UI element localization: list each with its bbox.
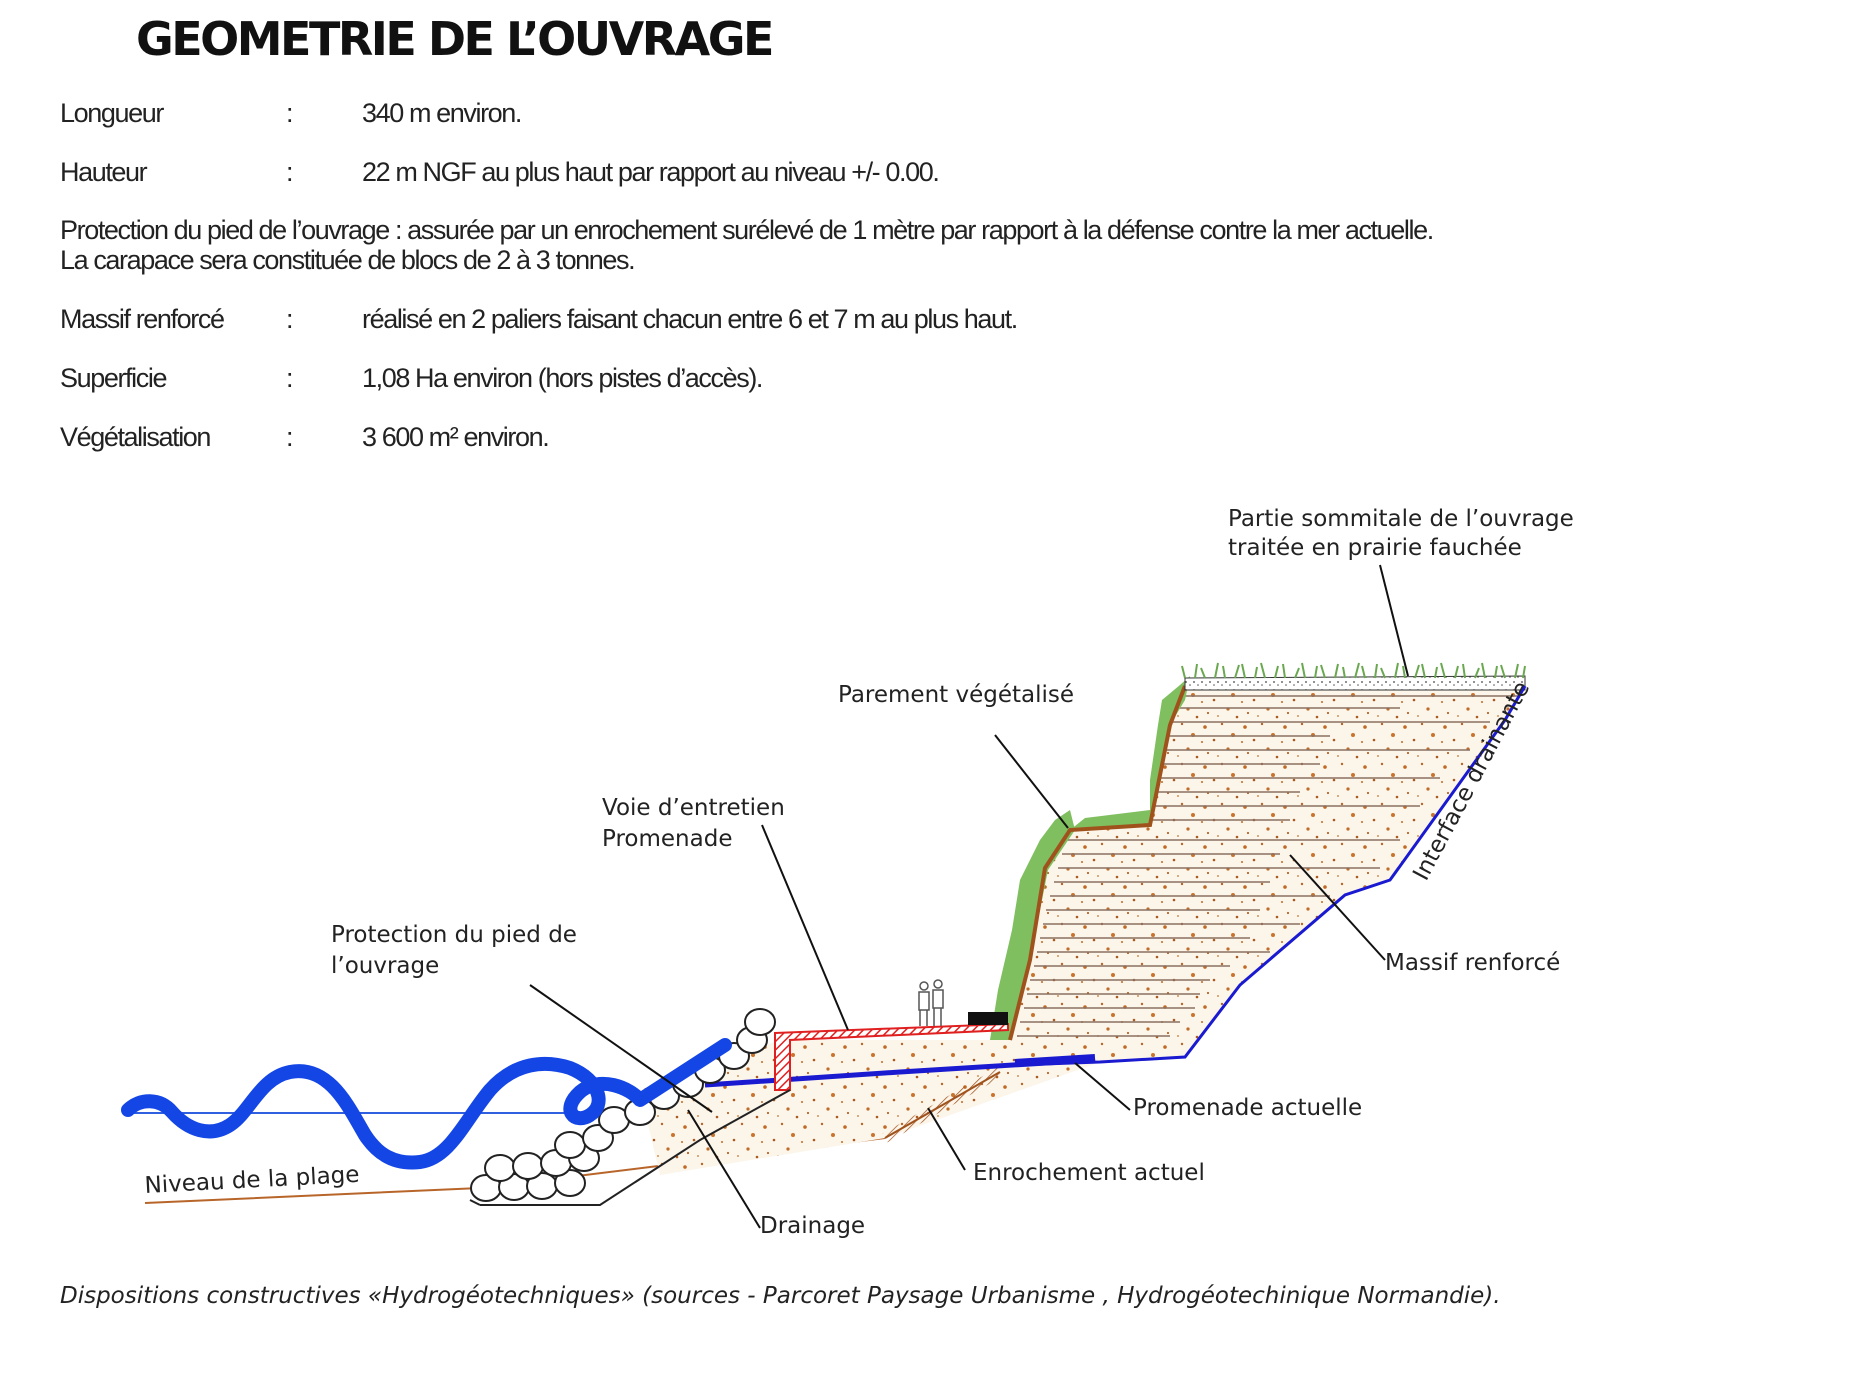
wave: [121, 1038, 732, 1170]
label-niveau-plage: Niveau de la plage: [144, 1162, 360, 1199]
vegetated-facing-lower: [990, 810, 1075, 1040]
spec-value: réalisé en 2 paliers faisant chacun entr…: [362, 304, 1018, 334]
label-voie-1: Voie d’entretien: [602, 795, 785, 821]
label-partie-sommitale-2: traitée en prairie fauchée: [1228, 535, 1522, 561]
drainage-interface: [1014, 685, 1527, 1067]
spec-separator: :: [286, 363, 294, 393]
label-enrochement: Enrochement actuel: [973, 1160, 1205, 1186]
grass-top: [1181, 662, 1526, 679]
figure-caption: Dispositions constructives «Hydrogéotech…: [60, 1283, 1501, 1309]
reinforced-mass: [1000, 686, 1525, 1062]
spec-value: 340 m environ.: [362, 98, 522, 128]
label-protection-1: Protection du pied de: [331, 922, 577, 948]
spec-label: Massif renforcé: [60, 304, 225, 334]
label-protection-2: l’ouvrage: [331, 953, 439, 979]
label-drainage: Drainage: [760, 1213, 865, 1239]
leader-lines: [529, 564, 1409, 1229]
spec-value: 3 600 m² environ.: [362, 422, 550, 452]
facing-outline: [1008, 685, 1187, 1041]
spec-label: Superficie: [60, 363, 167, 393]
top-gravel: [1184, 675, 1526, 691]
label-parement: Parement végétalisé: [838, 682, 1074, 708]
reinforcement-layers: [1017, 695, 1520, 1037]
spec-separator: :: [286, 422, 294, 452]
spec-value: 22 m NGF au plus haut par rapport au niv…: [362, 157, 940, 187]
spec-separator: :: [286, 304, 294, 334]
spec-label: Longueur: [60, 98, 164, 128]
spec-value: 1,08 Ha environ (hors pistes d’accès).: [362, 363, 763, 393]
spec-protection-line1: Protection du pied de l’ouvrage : assuré…: [60, 215, 1434, 245]
spec-label: Hauteur: [60, 157, 148, 187]
label-partie-sommitale-1: Partie sommitale de l’ouvrage: [1228, 506, 1574, 532]
spec-protection: Protection du pied de l’ouvrage : assuré…: [60, 215, 1434, 275]
spec-protection-line2: La carapace sera constituée de blocs de …: [60, 245, 636, 275]
people-figures: [918, 979, 944, 1026]
label-promenade-actuelle: Promenade actuelle: [1133, 1095, 1362, 1121]
spec-separator: :: [286, 157, 294, 187]
spec-separator: :: [286, 98, 294, 128]
page-title: GEOMETRIE DE L’OUVRAGE: [136, 12, 774, 66]
lower-fill: [640, 1040, 1100, 1175]
vegetated-facing-upper: [1070, 676, 1190, 830]
label-voie-2: Promenade: [602, 826, 732, 852]
bench: [968, 1012, 1008, 1025]
spec-label: Végétalisation: [60, 422, 211, 452]
label-massif: Massif renforcé: [1385, 950, 1560, 976]
